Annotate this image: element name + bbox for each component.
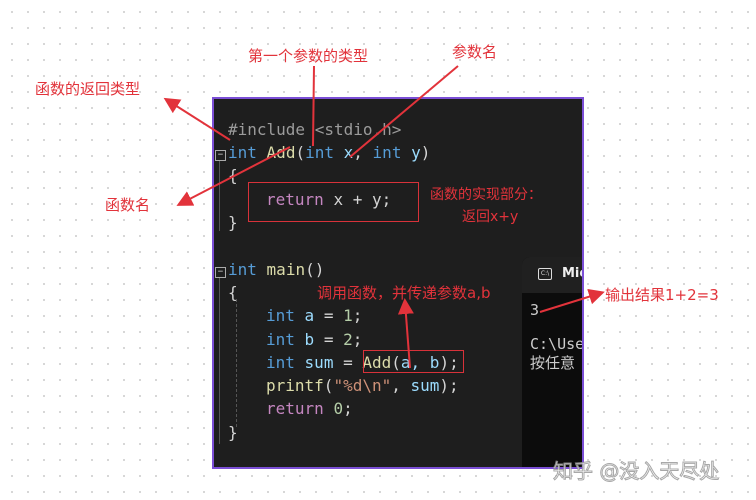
arrow-first-param-type <box>312 65 315 147</box>
code-editor: − − #include <stdio.h> int Add(int x, in… <box>212 97 584 469</box>
annotation-first-param-type: 第一个参数的类型 <box>248 47 369 65</box>
code-line-brace: { <box>228 283 238 302</box>
code-line-b: int b = 2; <box>266 330 363 349</box>
arrow-function-name <box>176 146 291 206</box>
fold-toggle-icon[interactable]: − <box>215 267 226 278</box>
arrow-return-type <box>163 97 231 141</box>
terminal-icon: C:\ <box>538 268 552 280</box>
watermark: 知乎 @没入天尽处 <box>552 459 720 484</box>
code-line-printf: printf("%d\n", sum); <box>266 376 459 395</box>
code-line-brace: } <box>228 213 238 232</box>
function-call-highlight <box>363 350 464 373</box>
annotation-body-line2: 返回x+y <box>462 209 519 225</box>
fold-toggle-icon[interactable]: − <box>215 150 226 161</box>
console-output: 3 <box>530 301 540 319</box>
console-path: C:\Use <box>530 335 584 353</box>
code-line-return: return x + y; <box>266 190 392 209</box>
console-window: C:\ Mic 3 C:\Use 按任意 <box>522 257 584 467</box>
function-body-highlight <box>248 182 419 222</box>
code-line-brace: } <box>228 423 238 442</box>
annotation-return-type: 函数的返回类型 <box>35 80 141 98</box>
code-line-sum: int sum = Add(a, b); <box>266 353 459 372</box>
annotation-output: 输出结果1+2=3 <box>605 286 719 304</box>
indent-guide <box>236 299 237 427</box>
annotation-param-name: 参数名 <box>452 43 498 61</box>
code-line-return0: return 0; <box>266 399 353 418</box>
console-title-bar[interactable]: C:\ Mic <box>522 257 582 293</box>
annotation-body-line1: 函数的实现部分： <box>430 187 542 203</box>
code-line-main: int main() <box>228 260 325 279</box>
code-line-include: #include <stdio.h> <box>228 120 402 139</box>
arrow-output <box>539 288 605 313</box>
annotation-call: 调用函数，并传递参数a,b <box>317 284 491 302</box>
arrow-param-name <box>349 65 459 158</box>
code-line-brace: { <box>228 166 238 185</box>
annotation-function-name: 函数名 <box>105 196 151 214</box>
fold-guide <box>219 161 220 231</box>
arrow-call <box>397 298 414 369</box>
console-prompt: 按任意 <box>530 354 576 372</box>
console-title: Mic <box>562 266 582 281</box>
code-line-a: int a = 1; <box>266 306 363 325</box>
fold-guide <box>219 278 220 444</box>
